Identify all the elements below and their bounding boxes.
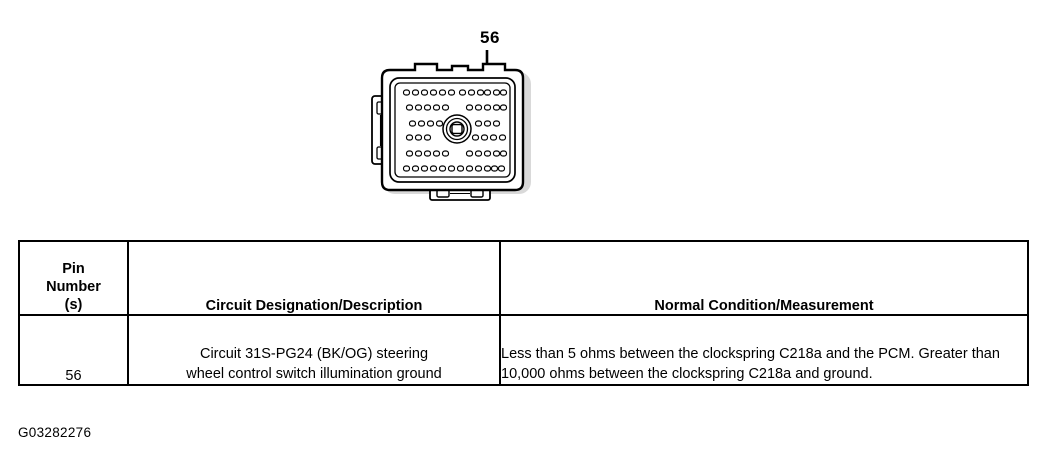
pin-callout-label: 56 — [480, 28, 500, 47]
cell-circuit-description: Circuit 31S-PG24 (BK/OG) steering wheel … — [127, 314, 501, 386]
table-row: 56 Circuit 31S-PG24 (BK/OG) steering whe… — [18, 314, 1029, 386]
figure-id-code: G03282276 — [18, 425, 92, 440]
pin-row-5 — [405, 150, 508, 157]
connector-figure: 56 — [0, 0, 1046, 225]
pin-row-3 — [408, 120, 501, 127]
pin-row-1 — [402, 89, 508, 96]
column-header-circuit-description: Circuit Designation/Description — [127, 240, 501, 316]
pin-specification-table: Pin Number (s) Circuit Designation/Descr… — [18, 240, 1029, 386]
pin-row-2 — [405, 104, 508, 111]
cell-normal-condition: Less than 5 ohms between the clockspring… — [499, 314, 1029, 386]
table-body: 56 Circuit 31S-PG24 (BK/OG) steering whe… — [18, 314, 1029, 386]
description-line-1: Circuit 31S-PG24 (BK/OG) steering — [199, 346, 429, 362]
column-header-normal-condition: Normal Condition/Measurement — [499, 240, 1029, 316]
column-header-pin-number: Pin Number (s) — [18, 240, 129, 316]
pin-row-6 — [402, 165, 506, 172]
header-pin-line-2: Number — [46, 279, 101, 295]
cell-pin-number: 56 — [18, 314, 129, 386]
table-header: Pin Number (s) Circuit Designation/Descr… — [18, 240, 1029, 316]
center-alignment-boss — [442, 114, 472, 144]
pin-row-4 — [405, 134, 507, 141]
header-pin-line-3: (s) — [64, 297, 83, 313]
header-pin-line-1: Pin — [62, 261, 85, 277]
description-line-2: wheel control switch illumination ground — [186, 366, 442, 382]
table-header-row: Pin Number (s) Circuit Designation/Descr… — [18, 240, 1029, 316]
connector-diagram-svg — [371, 50, 531, 201]
